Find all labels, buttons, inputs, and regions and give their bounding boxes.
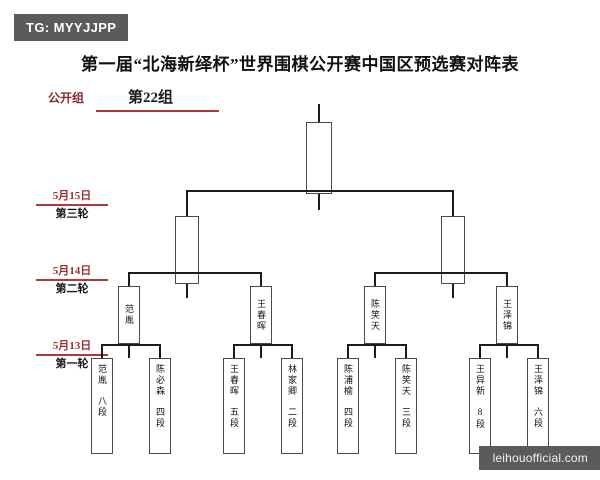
round-label-round1: 5月13日 第一轮 <box>24 340 120 371</box>
connector-r1-drop-8 <box>537 344 539 358</box>
round1-box-3: 王春晖 五段 <box>223 358 245 454</box>
connector-quarter-span-right <box>374 272 508 274</box>
connector-champion-down <box>318 194 320 210</box>
round1-player-5-name: 陈浦榆 <box>343 364 353 397</box>
round1-player-8-rank: 六段 <box>533 407 543 429</box>
round1-date: 5月13日 <box>52 340 92 352</box>
round1-box-1: 范胤 八段 <box>91 358 113 454</box>
round2-box-2: 王春晖 <box>250 286 272 344</box>
connector-quarter-span-left <box>128 272 262 274</box>
connector-semifinal-right-drop <box>452 190 454 216</box>
round1-player-7-name: 王异新 <box>475 364 485 397</box>
group-category-label: 公开组 <box>48 91 85 105</box>
round1-player-2-name: 陈必森 <box>155 364 165 397</box>
connector-r2-tail-1 <box>128 344 130 358</box>
round1-player-1-name: 范胤 <box>97 364 107 386</box>
round3-name: 第三轮 <box>55 208 89 220</box>
connector-r1-drop-7 <box>479 344 481 358</box>
connector-quarter-drop-1 <box>128 272 130 286</box>
champion-box <box>306 122 332 194</box>
round1-player-2-rank: 四段 <box>155 407 165 429</box>
round2-player-1-name: 范胤 <box>124 304 134 326</box>
round1-box-6: 陈笑天 三段 <box>395 358 417 454</box>
round1-player-7-rank: 8段 <box>475 407 485 430</box>
connector-r1-drop-3 <box>233 344 235 358</box>
connector-r1-drop-4 <box>291 344 293 358</box>
connector-final-stem <box>318 104 320 122</box>
round1-player-6-rank: 三段 <box>401 407 411 429</box>
connector-r2-tail-2 <box>260 344 262 358</box>
round2-date: 5月14日 <box>52 265 92 277</box>
round1-box-7: 王异新 8段 <box>469 358 491 454</box>
connector-r1-drop-2 <box>159 344 161 358</box>
connector-semifinal-right-tail <box>452 284 454 298</box>
round1-box-4: 林家卿 二段 <box>281 358 303 454</box>
group-underline-divider <box>96 110 219 112</box>
connector-r1-span-3 <box>347 344 407 346</box>
round1-player-5-rank: 四段 <box>343 407 353 429</box>
connector-r1-drop-1 <box>101 344 103 358</box>
connector-semifinal-span <box>186 190 454 192</box>
page-title: 第一届“北海新绎杯”世界围棋公开赛中国区预选赛对阵表 <box>81 55 519 74</box>
connector-semifinal-left-tail <box>186 284 188 298</box>
round2-player-4-name: 王泽锦 <box>502 298 512 332</box>
connector-r2-tail-4 <box>506 344 508 358</box>
connector-quarter-drop-2 <box>260 272 262 286</box>
connector-r1-drop-6 <box>405 344 407 358</box>
round1-box-8: 王泽锦 六段 <box>527 358 549 454</box>
connector-r1-span-2 <box>233 344 293 346</box>
round1-player-6-name: 陈笑天 <box>401 364 411 397</box>
connector-r1-span-1 <box>101 344 161 346</box>
round1-player-4-rank: 二段 <box>287 407 297 429</box>
round2-player-3-name: 陈笑天 <box>370 298 380 332</box>
round2-box-4: 王泽锦 <box>496 286 518 344</box>
connector-r1-drop-5 <box>347 344 349 358</box>
round1-player-1-rank: 八段 <box>97 396 107 418</box>
round1-name: 第一轮 <box>55 358 89 370</box>
round1-underline <box>36 354 108 356</box>
connector-r1-span-4 <box>479 344 539 346</box>
connector-r2-tail-3 <box>374 344 376 358</box>
round1-player-3-rank: 五段 <box>229 407 239 429</box>
round-label-round3: 5月15日 第三轮 <box>24 190 120 221</box>
connector-quarter-drop-4 <box>506 272 508 286</box>
round2-underline <box>36 279 108 281</box>
round1-player-8-name: 王泽锦 <box>533 364 543 397</box>
round2-player-2-name: 王春晖 <box>256 298 266 332</box>
connector-quarter-drop-3 <box>374 272 376 286</box>
connector-semifinal-left-drop <box>186 190 188 216</box>
round1-box-5: 陈浦榆 四段 <box>337 358 359 454</box>
round2-name: 第二轮 <box>55 283 89 295</box>
round-label-round2: 5月14日 第二轮 <box>24 265 120 296</box>
round2-box-1: 范胤 <box>118 286 140 344</box>
telegram-tag-watermark: TG: MYYJJPP <box>14 14 129 41</box>
round2-box-3: 陈笑天 <box>364 286 386 344</box>
group-number-value: 第22组 <box>128 90 174 106</box>
round3-date: 5月15日 <box>52 190 92 202</box>
round1-player-3-name: 王春晖 <box>229 364 239 397</box>
round1-player-4-name: 林家卿 <box>287 364 297 397</box>
site-watermark: leihouofficial.com <box>478 446 600 470</box>
round3-underline <box>36 204 108 206</box>
round1-box-2: 陈必森 四段 <box>149 358 171 454</box>
